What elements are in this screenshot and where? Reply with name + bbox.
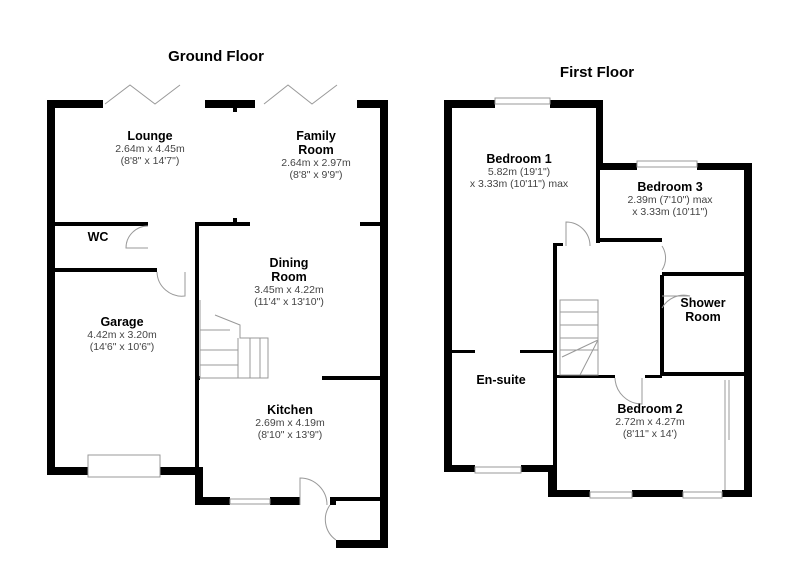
room-dimensions-line2: x 3.33m (10'11") bbox=[632, 206, 708, 218]
room-dining-room: Dining Room 3.45m x 4.22m (11'4" x 13'10… bbox=[254, 256, 324, 308]
room-dimensions-imperial: (8'11" x 14') bbox=[622, 428, 678, 440]
room-dimensions-imperial: (8'8" x 14'7") bbox=[120, 155, 180, 167]
first-floor-walls bbox=[444, 100, 752, 497]
room-dimensions-line1: 2.39m (7'10") max bbox=[627, 194, 713, 206]
room-name: Bedroom 1 bbox=[486, 152, 552, 166]
room-dimensions-imperial: (8'10" x 13'9") bbox=[257, 429, 323, 441]
room-kitchen: Kitchen 2.69m x 4.19m (8'10" x 13'9") bbox=[255, 403, 324, 441]
room-name: Bedroom 2 bbox=[617, 402, 683, 416]
room-bedroom-2: Bedroom 2 2.72m x 4.27m (8'11" x 14') bbox=[615, 402, 684, 440]
room-dimensions-imperial: (8'8" x 9'9") bbox=[289, 169, 343, 181]
room-name: Garage bbox=[100, 315, 144, 329]
room-name: Bedroom 3 bbox=[637, 180, 703, 194]
room-dimensions-imperial: (14'6" x 10'6") bbox=[89, 341, 155, 353]
room-bedroom-1: Bedroom 1 5.82m (19'1") x 3.33m (10'11")… bbox=[470, 152, 568, 190]
room-name-line2: Room bbox=[685, 310, 721, 324]
room-name: WC bbox=[87, 230, 109, 244]
ground-floor-fixtures bbox=[87, 84, 338, 541]
room-dimensions-metric: 3.45m x 4.22m bbox=[254, 284, 324, 296]
room-bedroom-3: Bedroom 3 2.39m (7'10") max x 3.33m (10'… bbox=[627, 180, 712, 218]
room-lounge: Lounge 2.64m x 4.45m (8'8" x 14'7") bbox=[115, 129, 184, 167]
room-shower-room: Shower Room bbox=[680, 296, 725, 324]
room-dimensions-metric: 2.64m x 2.97m bbox=[281, 157, 351, 169]
room-name: Lounge bbox=[127, 129, 173, 143]
room-garage: Garage 4.42m x 3.20m (14'6" x 10'6") bbox=[87, 315, 156, 353]
room-dimensions-line1: 5.82m (19'1") bbox=[487, 166, 551, 178]
room-wc: WC bbox=[88, 230, 109, 244]
room-dimensions-metric: 2.64m x 4.45m bbox=[115, 143, 185, 155]
room-family-room: Family Room 2.64m x 2.97m (8'8" x 9'9") bbox=[281, 129, 350, 181]
room-name-line2: Room bbox=[271, 270, 307, 284]
room-dimensions-imperial: (11'4" x 13'10") bbox=[254, 296, 324, 308]
room-dimensions-metric: 2.72m x 4.27m bbox=[615, 416, 685, 428]
first-floor-fixtures bbox=[474, 97, 730, 499]
room-dimensions-metric: 2.69m x 4.19m bbox=[255, 417, 325, 429]
room-name: Family bbox=[296, 129, 336, 143]
room-name-line2: Room bbox=[298, 143, 334, 157]
room-dimensions-metric: 4.42m x 3.20m bbox=[87, 329, 157, 341]
first-floor-title: First Floor bbox=[559, 64, 635, 81]
room-name: Kitchen bbox=[267, 403, 313, 417]
room-name: En-suite bbox=[476, 373, 526, 387]
room-dimensions-line2: x 3.33m (10'11") max bbox=[469, 178, 569, 190]
room-en-suite: En-suite bbox=[476, 373, 525, 387]
room-name: Dining bbox=[269, 256, 309, 270]
room-name: Shower bbox=[680, 296, 726, 310]
ground-floor-title: Ground Floor bbox=[168, 48, 264, 65]
